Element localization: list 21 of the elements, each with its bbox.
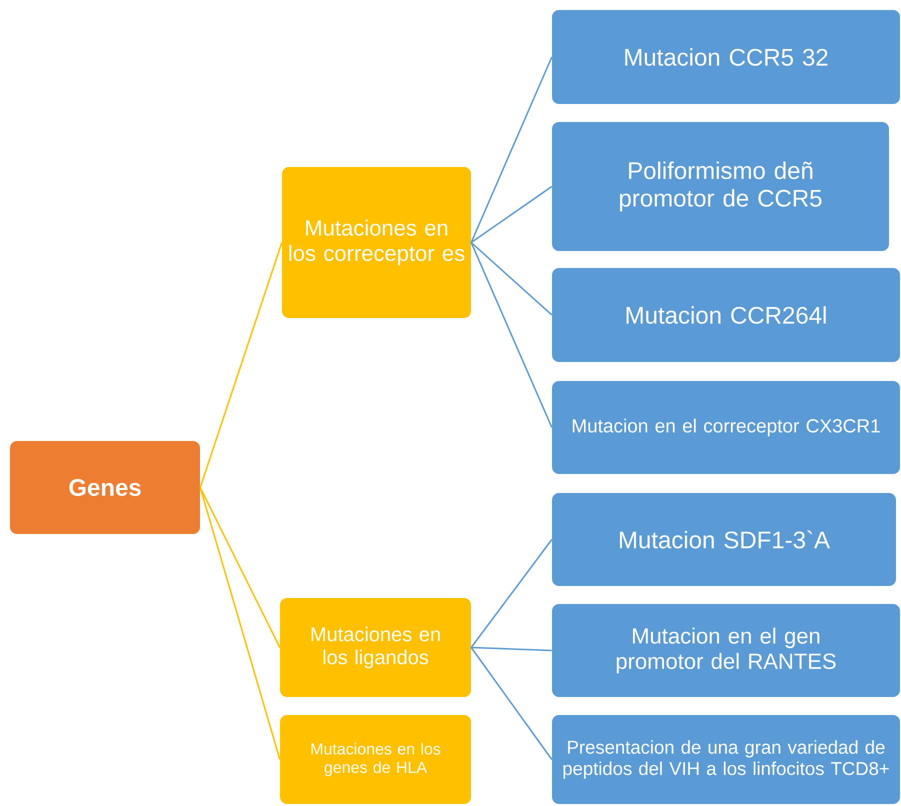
mutation-box: Mutacion SDF1-3`A xyxy=(552,493,896,586)
category-box: Mutaciones en los correceptor es xyxy=(282,167,471,318)
mutation-box: Presentacion de una gran variedad de peptidos del VIH a los linfocitos TCD8+ xyxy=(552,715,900,804)
mutation-box: Poliformismo deñ promotor de CCR5 xyxy=(552,122,890,251)
mutation-box: Mutacion en el gen promotor del RANTES xyxy=(552,604,900,697)
root-box: Genes xyxy=(10,441,200,534)
mutation-box: Mutacion en el correceptor CX3CR1 xyxy=(552,381,900,474)
category-box: Mutaciones en los genes de HLA xyxy=(280,715,471,804)
mutation-box: Mutacion CCR264l xyxy=(552,268,900,362)
connector-line xyxy=(470,186,552,244)
connector-line xyxy=(471,646,552,652)
category-box: Mutaciones en los ligandos xyxy=(280,598,471,697)
connector-line xyxy=(470,56,552,243)
connector-line xyxy=(470,647,552,760)
connector-line xyxy=(200,487,280,648)
connector-line xyxy=(470,242,552,428)
connector-line xyxy=(200,242,283,488)
connector-line xyxy=(199,487,281,760)
connector-line xyxy=(470,539,552,648)
connector-line xyxy=(470,242,552,316)
mutation-box: Mutacion CCR5 32 xyxy=(552,10,900,104)
